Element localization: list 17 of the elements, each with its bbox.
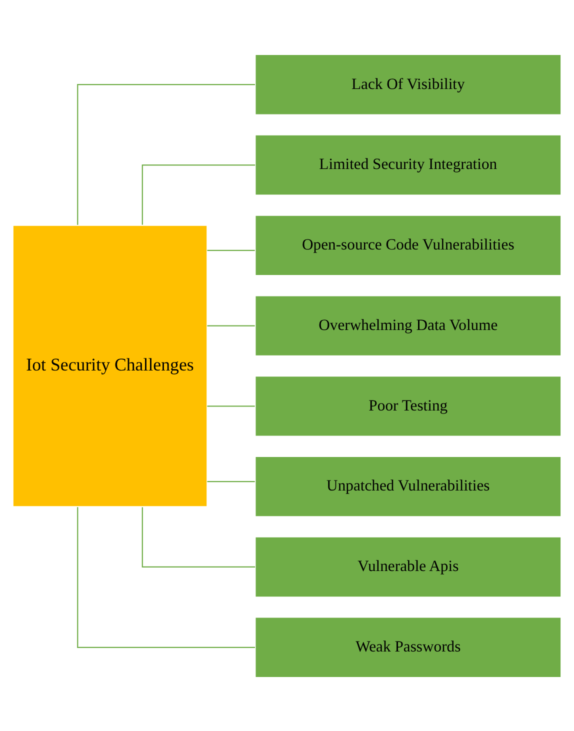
connector bbox=[207, 324, 255, 326]
node-box: Weak Passwords bbox=[254, 616, 562, 678]
connector bbox=[207, 480, 255, 482]
node-box: Unpatched Vulnerabilities bbox=[254, 455, 562, 517]
node-box: Lack Of Visibility bbox=[254, 53, 562, 115]
connector bbox=[207, 249, 255, 250]
node-box: Open-source Code Vulnerabilities bbox=[254, 214, 562, 276]
node-box: Limited Security Integration bbox=[254, 134, 562, 196]
connector bbox=[142, 164, 256, 224]
connector bbox=[77, 84, 255, 224]
node-box: Vulnerable Apis bbox=[254, 536, 562, 598]
connector bbox=[77, 506, 255, 648]
connector bbox=[142, 506, 256, 568]
connector bbox=[207, 405, 255, 406]
node-box: Poor Testing bbox=[254, 375, 562, 436]
node-box: Overwhelming Data Volume bbox=[254, 294, 562, 356]
node-box: Iot Security Challenges bbox=[12, 224, 208, 507]
